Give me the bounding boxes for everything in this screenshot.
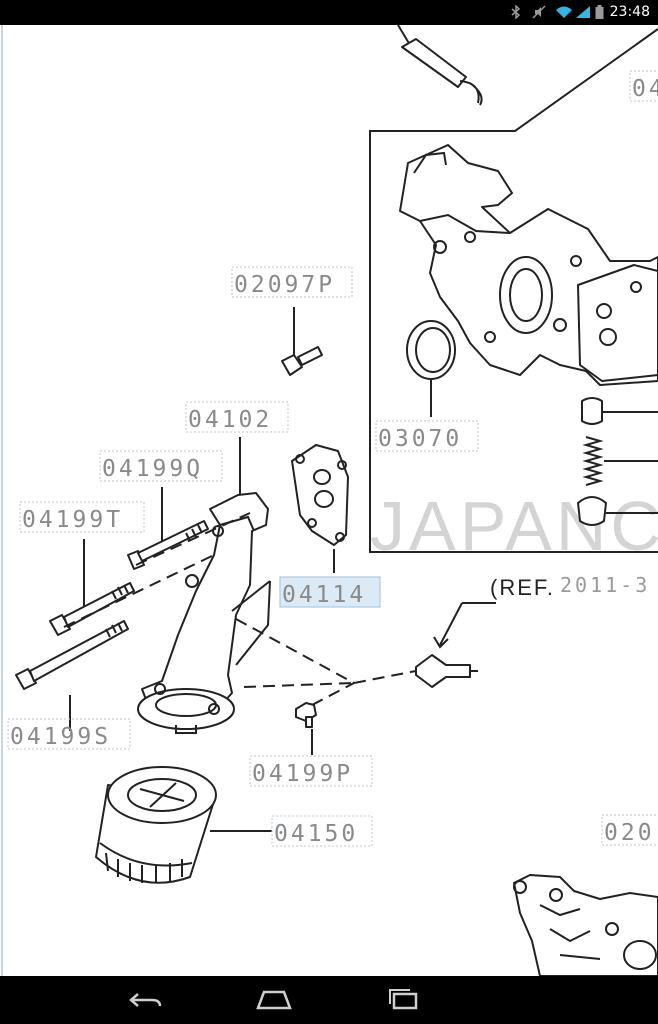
strainer-04102-drawing: [137, 437, 271, 734]
svg-text:04199P: 04199P: [252, 761, 353, 787]
bluetooth-icon: [511, 5, 521, 19]
svg-text:04: 04: [632, 76, 658, 102]
back-icon[interactable]: [126, 986, 166, 1014]
oil-pump-box: [369, 28, 658, 688]
assembly-dashed-lines: [63, 512, 417, 706]
bolt-04199Q-drawing: [127, 487, 209, 570]
diagram-viewer[interactable]: JAPANC: [0, 25, 658, 976]
bolt-04199T-drawing: [49, 539, 135, 636]
svg-text:03070: 03070: [378, 426, 462, 452]
svg-text:04114: 04114: [282, 582, 366, 608]
label-04199T[interactable]: 04199T: [19, 501, 145, 533]
label-02097P[interactable]: 02097P: [231, 266, 353, 298]
svg-text:04199S: 04199S: [10, 724, 111, 750]
recent-apps-icon[interactable]: [384, 986, 424, 1014]
oil-filter-04150-drawing: [95, 766, 272, 884]
bolt-02097P-drawing: [281, 307, 323, 376]
label-04102[interactable]: 04102: [185, 401, 289, 433]
label-03070[interactable]: 03070: [375, 420, 479, 452]
mute-icon: [532, 5, 546, 19]
label-04114-selected[interactable]: 04114: [279, 576, 381, 608]
battery-icon: [595, 5, 604, 19]
label-04150[interactable]: 04150: [271, 815, 373, 847]
label-04199P[interactable]: 04199P: [249, 755, 373, 787]
label-edge-top[interactable]: 04: [629, 70, 658, 102]
status-bar: 23:48: [0, 0, 658, 25]
wifi-icon: [556, 6, 572, 18]
bolt-04199S-drawing: [15, 620, 129, 731]
watermark: JAPANC: [370, 487, 658, 565]
reference-note: (REF.: [490, 575, 555, 600]
clock: 23:48: [609, 4, 650, 20]
svg-text:04102: 04102: [188, 407, 272, 433]
svg-text:020: 020: [604, 820, 655, 846]
label-edge-bottom[interactable]: 020: [601, 814, 658, 846]
svg-text:02097P: 02097P: [234, 272, 335, 298]
svg-text:04150: 04150: [274, 821, 358, 847]
label-04199Q[interactable]: 04199Q: [99, 450, 223, 482]
svg-text:04199Q: 04199Q: [102, 456, 203, 482]
bolt-04199P-drawing: [295, 702, 317, 755]
home-icon[interactable]: [254, 986, 294, 1014]
gasket-04114-drawing: [291, 444, 349, 573]
hose-part-drawing: [397, 25, 483, 106]
label-04199S[interactable]: 04199S: [7, 718, 131, 750]
signal-icon: [576, 6, 590, 18]
parts-diagram[interactable]: JAPANC: [0, 25, 658, 976]
navigation-bar: [0, 976, 658, 1024]
svg-text:04199T: 04199T: [22, 507, 123, 533]
housing-partial-drawing: [513, 874, 658, 976]
reference-number-faded: 2011-3: [560, 573, 650, 597]
